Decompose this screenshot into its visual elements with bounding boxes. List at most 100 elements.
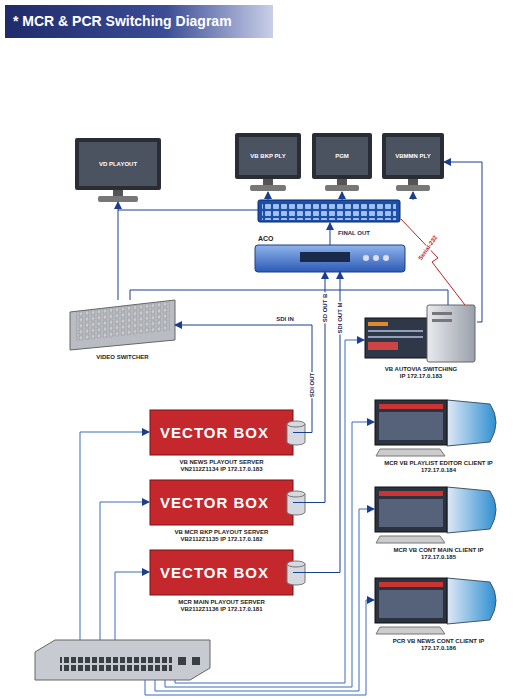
router xyxy=(258,200,400,222)
signal-wire xyxy=(401,219,465,305)
node-label: PCR VB NEWS CONT CLIENT IP 172.17.0.186 xyxy=(383,638,495,652)
signal-connector xyxy=(293,272,325,503)
node-label: ACO xyxy=(257,235,275,243)
monitor xyxy=(386,137,440,175)
equipment-node: VB BKP PLY xyxy=(235,133,301,191)
title-band: * MCR & PCR Switching Diagram xyxy=(5,5,273,38)
autovia-pc xyxy=(368,330,423,332)
signal-label: FINAL OUT xyxy=(337,230,371,237)
node-label: VD PLAYOUT xyxy=(79,142,157,186)
signal-connector xyxy=(293,272,340,573)
client-pc xyxy=(376,627,445,634)
aco-unit xyxy=(373,255,379,261)
playout-server xyxy=(150,410,293,455)
autovia-pc xyxy=(368,336,423,338)
monitor xyxy=(316,137,368,175)
equipment-node: VECTOR BOXVB MCR BKP PLAYOUT SERVER VB21… xyxy=(150,480,293,525)
network-switch xyxy=(60,655,172,671)
aco-unit xyxy=(255,245,405,272)
monitor xyxy=(382,133,444,179)
monitor xyxy=(239,137,297,175)
equipment-node: VECTOR BOXMCR MAIN PLAYOUT SERVER VB2112… xyxy=(150,550,293,595)
autovia-pc xyxy=(432,319,452,322)
logo-text: VECTOR BOX xyxy=(150,550,279,595)
signal-connector xyxy=(444,162,482,322)
client-pc xyxy=(375,487,447,532)
monitor xyxy=(98,196,138,202)
signal-label: Serial-232 xyxy=(417,234,440,263)
aco-unit xyxy=(363,255,369,261)
client-pc xyxy=(376,449,445,456)
client-pc xyxy=(379,499,443,527)
network-switch xyxy=(35,640,210,680)
node-label: VIDEO SWITCHER xyxy=(83,354,163,361)
monitor xyxy=(312,133,372,179)
diagram-title: * MCR & PCR Switching Diagram xyxy=(5,5,273,38)
video-switcher xyxy=(76,301,170,342)
node-label: MCR VB PLAYLIST EDITOR CLIENT IP 172.17.… xyxy=(383,460,495,474)
monitor xyxy=(79,142,157,186)
monitor xyxy=(337,179,347,185)
autovia-pc xyxy=(365,318,427,358)
monitor xyxy=(235,133,301,179)
equipment-node: MCR VB CONT MAIN CLIENT IP 172.17.0.185 xyxy=(375,487,502,543)
router xyxy=(258,200,400,222)
aco-unit xyxy=(300,252,350,262)
playout-server xyxy=(150,480,293,525)
network-wire xyxy=(145,600,374,695)
logo-text: VECTOR BOX xyxy=(150,410,279,455)
monitor xyxy=(325,185,359,191)
node-label: VB BKP PLY xyxy=(239,137,297,175)
monitor xyxy=(250,185,286,191)
aco-unit xyxy=(383,255,389,261)
network-wire xyxy=(100,502,149,640)
network-switch xyxy=(192,657,200,665)
aco-unit xyxy=(255,245,405,272)
signal-label: SDI OUT M xyxy=(337,302,344,335)
node-label: VBMMN PLY xyxy=(386,137,440,175)
client-pc xyxy=(379,491,443,496)
network-wire xyxy=(80,432,149,640)
signal-connector xyxy=(118,202,119,300)
node-label: MCR VB CONT MAIN CLIENT IP 172.17.0.185 xyxy=(383,547,495,561)
autovia-pc xyxy=(432,312,452,315)
node-label: VB MCR BKP PLAYOUT SERVER VB2112Z1135 IP… xyxy=(162,529,282,543)
equipment-node: PCR VB NEWS CONT CLIENT IP 172.17.0.186 xyxy=(375,578,502,634)
playout-server xyxy=(150,550,293,595)
signal-wire xyxy=(118,192,465,305)
playout-server xyxy=(287,561,305,567)
autovia-pc xyxy=(368,342,398,350)
monitor xyxy=(75,138,161,190)
client-pc xyxy=(379,590,443,618)
signal-wire xyxy=(330,223,331,245)
monitor xyxy=(75,133,444,202)
client-pc xyxy=(375,400,447,445)
video-switcher xyxy=(70,300,175,350)
client-pc xyxy=(447,487,496,533)
node-label: VB NEWS PLAYOUT SERVER VN2112Z1134 IP 17… xyxy=(162,459,282,473)
client-pc xyxy=(379,412,443,440)
client-pc xyxy=(447,400,496,446)
client-pc xyxy=(376,536,445,543)
signal-label: SDI OUT xyxy=(309,372,316,398)
playout-server xyxy=(150,410,305,595)
client-pc xyxy=(375,400,496,634)
node-label: VB AUTOVIA SWITCHING IP 172.17.0.183 xyxy=(382,366,460,380)
signal-label: SDI IN xyxy=(275,316,295,323)
node-label: PGM xyxy=(316,137,368,175)
router xyxy=(262,202,396,220)
autovia-pc xyxy=(365,305,475,362)
signal-wire xyxy=(413,192,414,200)
equipment-node: ACO xyxy=(255,245,405,272)
signal-wire xyxy=(342,192,343,200)
autovia-pc xyxy=(368,322,388,326)
network-wire xyxy=(155,509,374,691)
equipment-node: MCR VB PLAYLIST EDITOR CLIENT IP 172.17.… xyxy=(375,400,502,456)
equipment-node: VB AUTOVIA SWITCHING IP 172.17.0.183 xyxy=(365,305,477,362)
network-wire xyxy=(80,340,374,695)
network-switch xyxy=(35,640,210,680)
node-label: MCR MAIN PLAYOUT SERVER VB2112Z1136 IP 1… xyxy=(162,599,282,613)
signal-wire xyxy=(118,210,258,211)
